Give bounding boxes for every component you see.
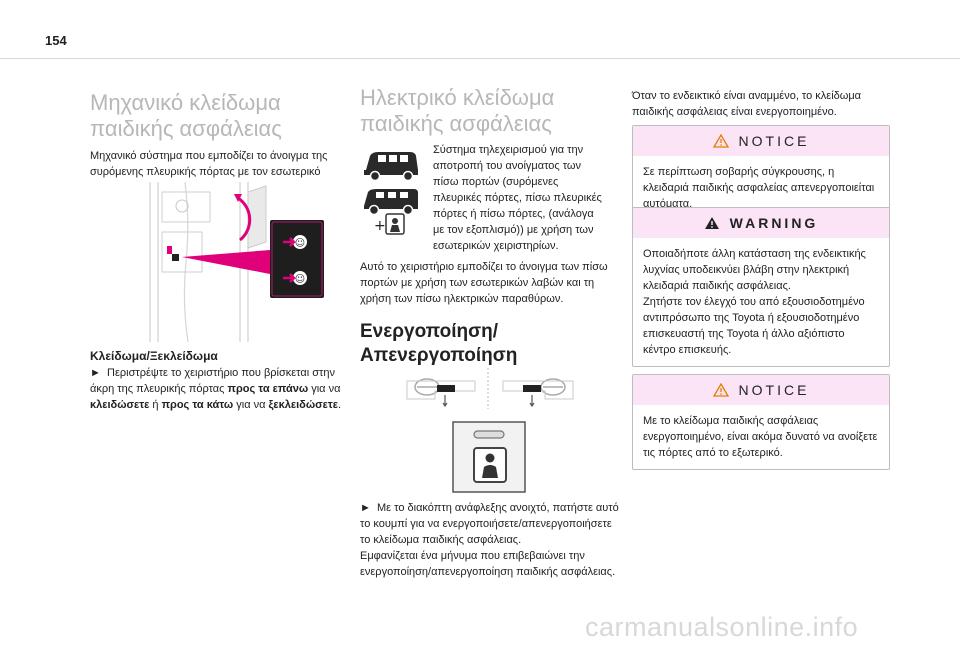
bullet-arrow-icon: ► <box>360 502 371 514</box>
activation-step: ► Με το διακόπτη ανάφλεξης ανοιχτό, πατή… <box>360 502 619 578</box>
door-lock-illustration: ☺ ☺ <box>90 182 340 342</box>
dashboard-location-diagram <box>406 368 574 409</box>
warning-triangle-icon <box>712 383 729 397</box>
warning-header: WARNING <box>633 208 889 238</box>
warning-text: Οποιαδήποτε άλλη κατάσταση της ενδεικτικ… <box>643 248 866 356</box>
indicator-intro: Όταν το ενδεικτικό είναι αναμμένο, το κλ… <box>632 90 862 118</box>
electric-lock-para: Αυτό το χειριστήριο εμποδίζει το άνοιγμα… <box>360 261 608 305</box>
electric-lock-title: Ηλεκτρικό κλείδωμα παιδικής ασφάλειας <box>360 85 555 136</box>
warning-triangle-icon <box>712 134 729 148</box>
notice-text-1: Σε περίπτωση σοβαρής σύγκρουσης, η κλειδ… <box>643 166 875 210</box>
child-lock-button-icon <box>452 421 526 493</box>
notice-header-1: NOTICE <box>633 126 889 156</box>
warning-triangle-icon <box>704 217 719 229</box>
bullet-arrow-icon: ► <box>90 367 101 379</box>
warning-box: WARNING Οποιαδήποτε άλλη κατάσταση της ε… <box>632 207 890 367</box>
watermark: carmanualsonline.info <box>585 612 859 642</box>
van-short-icon <box>364 152 418 182</box>
lock-unlock-subheading: Κλείδωμα/Ξεκλείδωμα <box>90 349 218 363</box>
van-long-icon <box>364 189 418 216</box>
svg-text:☺: ☺ <box>295 238 305 249</box>
mechanical-lock-title: Μηχανικό κλείδωμα παιδικής ασφάλειας <box>90 90 282 141</box>
activation-heading: Ενεργοποίηση/ Απενεργοποίηση <box>360 321 518 366</box>
child-lock-option-icon: + <box>374 213 405 235</box>
notice-box-2: NOTICE Με το κλείδωμα παιδικής ασφάλειας… <box>632 374 890 470</box>
lock-unlock-step: ► Περιστρέψτε το χειριστήριο που βρίσκετ… <box>90 367 342 411</box>
page-number: 154 <box>45 33 67 48</box>
svg-text:+: + <box>374 218 386 234</box>
notice-text-2: Με το κλείδωμα παιδικής ασφάλειας ενεργο… <box>643 415 878 459</box>
svg-text:☺: ☺ <box>295 274 305 285</box>
header-rule <box>0 58 960 59</box>
notice-header-2: NOTICE <box>633 375 889 405</box>
electric-lock-intro: Σύστημα τηλεχειρισμού για την αποτροπή τ… <box>433 144 602 252</box>
